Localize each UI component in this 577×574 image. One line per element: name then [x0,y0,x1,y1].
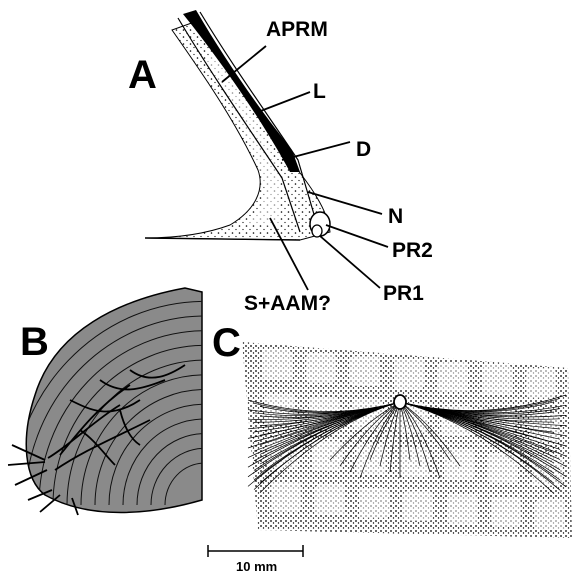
grid-cell [447,494,477,524]
grid-cell [312,441,342,471]
grid-cell [526,368,556,398]
scale-bar [208,545,303,557]
label-pr1: PR1 [383,282,424,305]
grid-cell [403,491,433,521]
panel-b-letter: B [20,320,49,364]
panel-c-letter: C [212,321,241,365]
grid-cell [482,365,512,395]
pr1-nodule [312,225,322,237]
grid-cell [271,482,301,512]
leader-pr2 [326,225,388,247]
grid-cell [438,362,468,392]
panel-b-shape [26,288,202,513]
grid-cell [400,447,430,477]
grid-cell [350,356,380,386]
grid-cell [359,488,389,518]
leader-l [258,92,310,112]
label-s-aam: S+AAM? [244,292,331,315]
grid-cell [535,500,565,530]
grid-cell [306,353,336,383]
label-aprm: APRM [266,18,328,41]
label-pr2: PR2 [392,239,433,262]
panel-a-drawing [145,10,388,290]
scale-bar-label: 10 mm [236,559,277,574]
panel-c-origin [394,395,406,409]
grid-cell [262,350,292,380]
panel-c-drawing [242,342,572,538]
tissue-mass [145,20,330,240]
label-l: L [313,80,326,103]
grid-cell [488,453,518,483]
grid-cell [394,359,424,389]
grid-cell [491,497,521,527]
label-d: D [356,138,371,161]
label-n: N [388,205,403,228]
leader-pr1 [320,236,380,288]
grid-cell [315,485,345,515]
panel-a-letter: A [128,53,157,97]
